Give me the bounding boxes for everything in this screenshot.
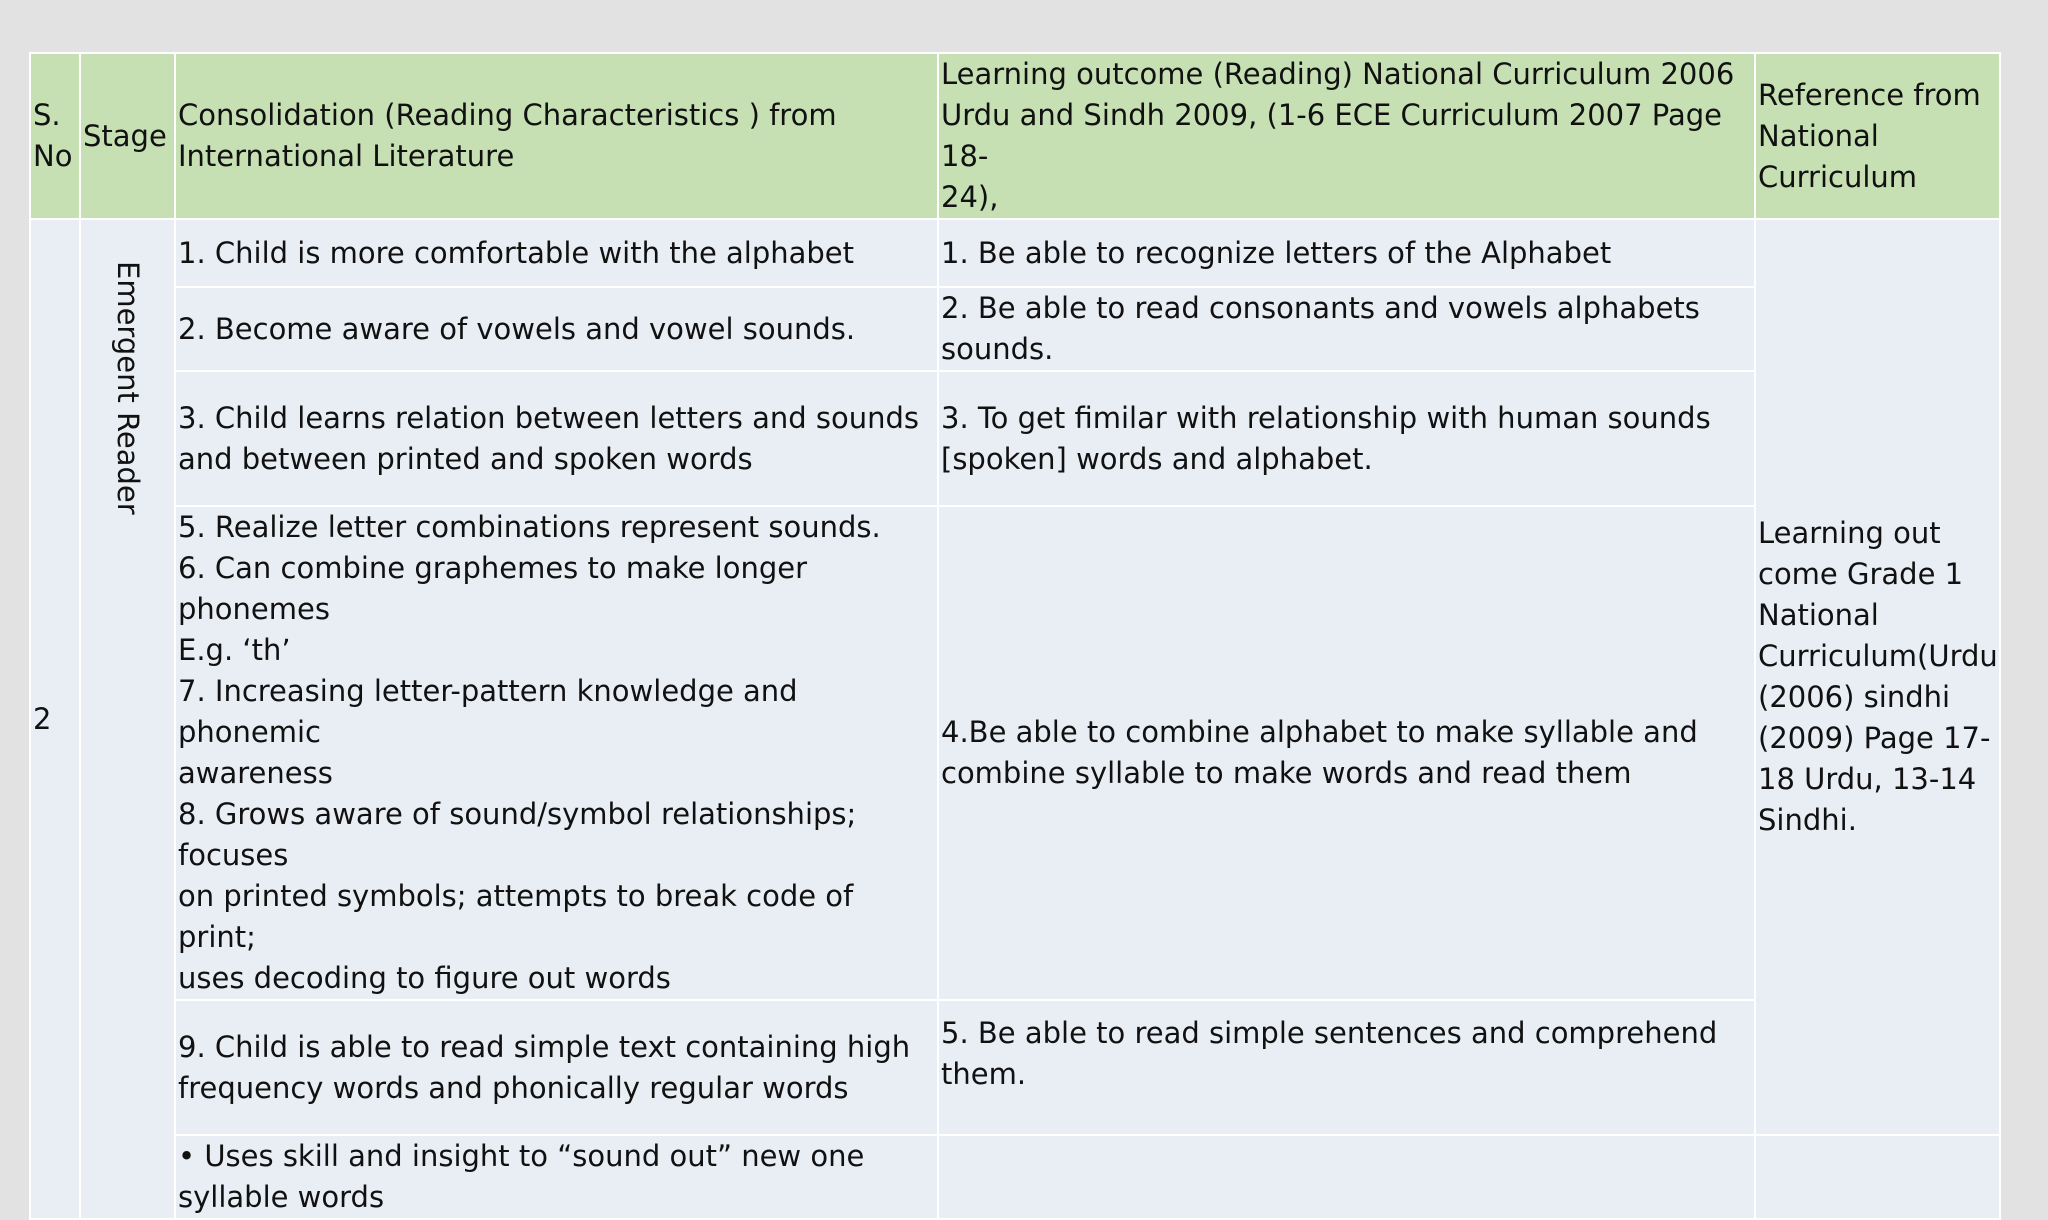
table-row: 2 Emergent Reader 1. Child is more comfo…	[29, 218, 2001, 1220]
header-outcome: Learning outcome (Reading) National Curr…	[937, 52, 1756, 220]
consolidation-cell: 5. Realize letter combinations represent…	[174, 505, 939, 1001]
slide: S. No Stage Consolidation (Reading Chara…	[29, 52, 2001, 1220]
outcome-cell: 1. Be able to recognize letters of the A…	[937, 218, 1756, 288]
table-row: 5. Realize letter combinations represent…	[30, 505, 2000, 1001]
table-row: • Uses skill and insight to “sound out” …	[30, 1134, 2001, 1220]
stage-cell: Emergent Reader	[79, 218, 176, 1220]
outcome-cell	[937, 1134, 1756, 1220]
consolidation-cell: 1. Child is more comfortable with the al…	[174, 218, 939, 288]
header-sno: S. No	[29, 52, 81, 220]
outcome-cell: 5. Be able to read simple sentences and …	[937, 999, 1756, 1136]
header-reference: Reference from National Curriculum	[1754, 52, 2001, 220]
consolidation-cell: 2. Become aware of vowels and vowel soun…	[174, 286, 939, 372]
reference-cell: Learning out come Grade 1 National Curri…	[1754, 218, 2001, 1136]
header-stage: Stage	[79, 52, 176, 220]
consolidation-cell: 9. Child is able to read simple text con…	[174, 999, 939, 1136]
outcome-cell: 2. Be able to read consonants and vowels…	[937, 286, 1756, 372]
consolidation-cell: • Uses skill and insight to “sound out” …	[174, 1134, 939, 1220]
outcome-cell: 3. To get fimilar with relationship with…	[937, 370, 1756, 507]
header-row: S. No Stage Consolidation (Reading Chara…	[29, 52, 2001, 220]
consolidation-cell: 3. Child learns relation between letters…	[174, 370, 939, 507]
sno-cell: 2	[29, 218, 81, 1220]
curriculum-table: S. No Stage Consolidation (Reading Chara…	[29, 52, 2001, 1220]
stage-label: Emergent Reader	[111, 261, 145, 515]
table-row: 9. Child is able to read simple text con…	[30, 999, 2000, 1136]
table-row: 2. Become aware of vowels and vowel soun…	[30, 286, 2000, 372]
outcome-cell: 4.Be able to combine alphabet to make sy…	[937, 505, 1756, 1001]
reference-empty-cell	[1754, 1134, 2001, 1220]
table-row: 3. Child learns relation between letters…	[30, 370, 2000, 507]
header-consolidation: Consolidation (Reading Characteristics )…	[174, 52, 939, 220]
